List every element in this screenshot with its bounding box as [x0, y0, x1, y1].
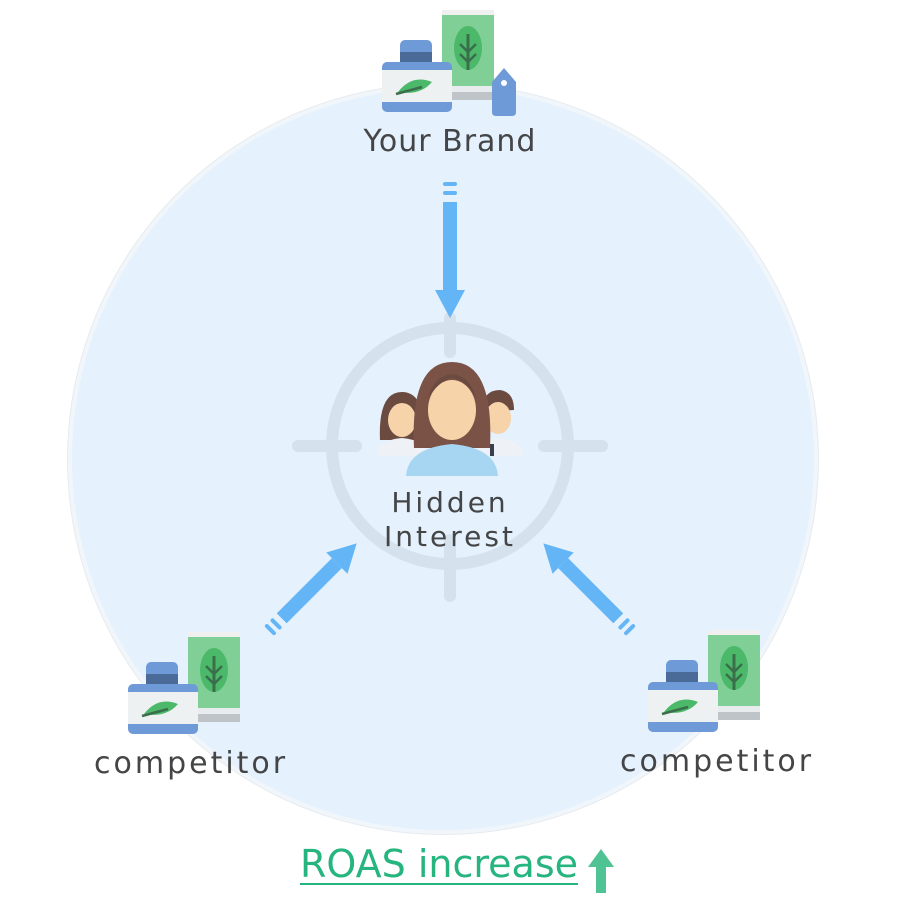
roas-increase-label: ROAS increase [300, 842, 579, 886]
hidden-interest-line1: Hidden [391, 486, 509, 519]
competitor-right-product-icon [646, 628, 762, 734]
crosshair-target-icon [292, 312, 608, 602]
brand-label: Your Brand [363, 124, 537, 159]
audience-group-icon [376, 362, 524, 476]
arrow-up-left-icon [543, 543, 636, 636]
hidden-interest-line2: Interest [384, 520, 516, 553]
arrow-down-icon [435, 182, 465, 318]
competitor-right-label: competitor [620, 744, 815, 779]
arrow-up-icon [588, 849, 614, 893]
arrow-up-right-icon [264, 543, 357, 636]
competitor-left-product-icon [126, 630, 242, 736]
hidden-interest-label: Hidden Interest [350, 486, 550, 554]
brand-product-icon [380, 8, 516, 116]
competitor-left-label: competitor [94, 746, 289, 781]
